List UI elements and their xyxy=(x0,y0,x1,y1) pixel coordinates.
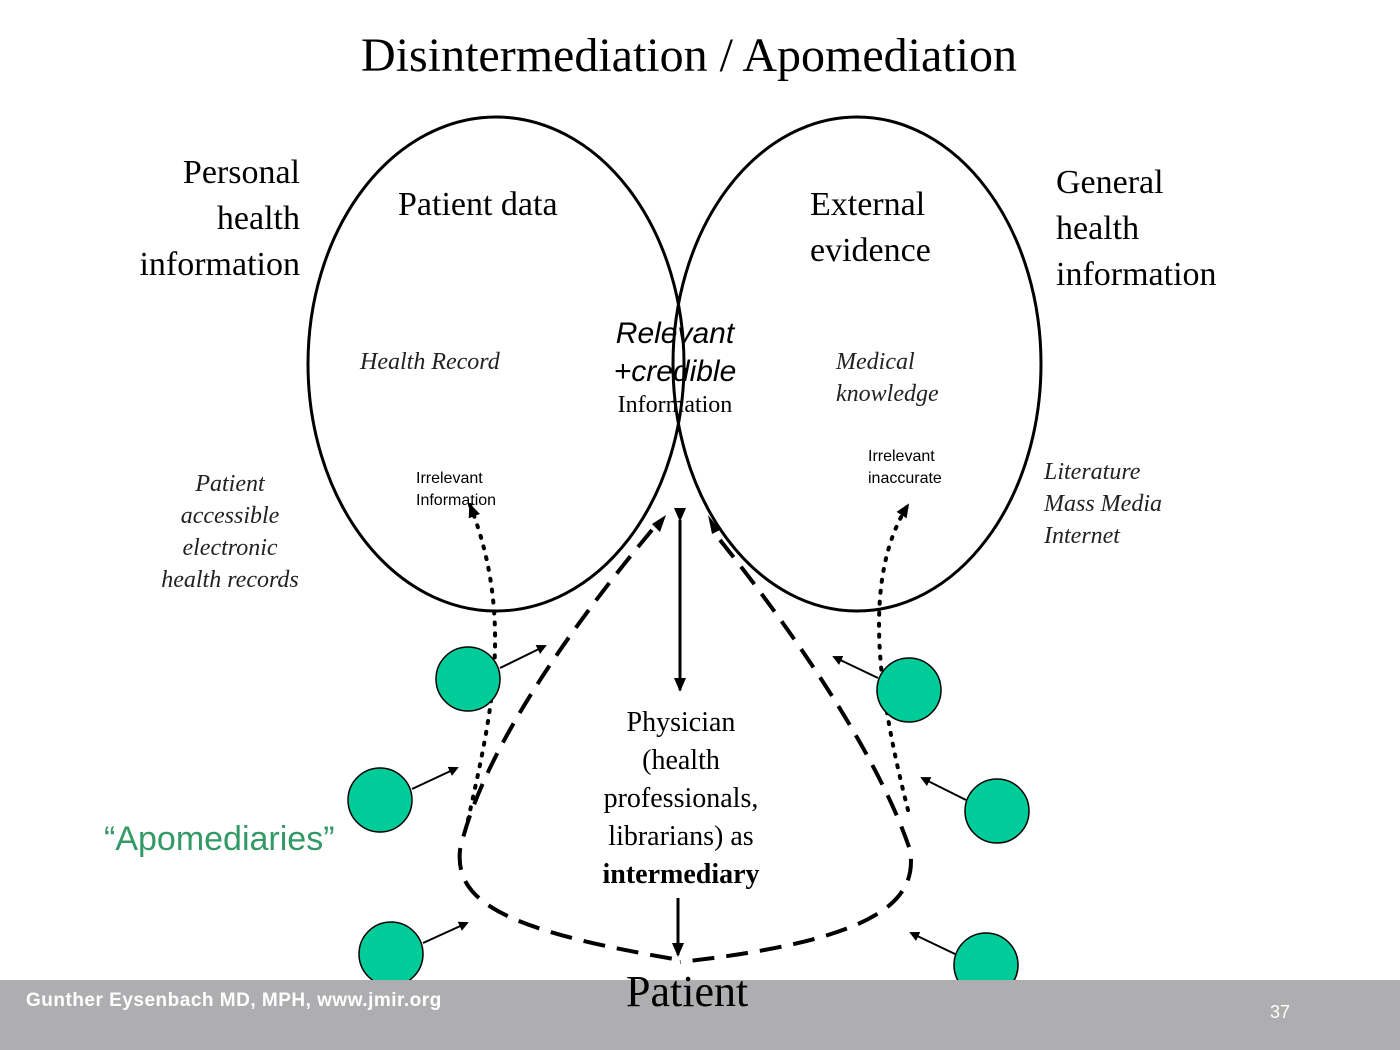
dashed-path-left xyxy=(457,528,681,962)
irrelevant-info-label: Irrelevant Information xyxy=(416,470,497,509)
external-evidence-label: External evidence xyxy=(810,186,931,269)
right-heading: General health information xyxy=(1056,164,1217,293)
apomediary-node xyxy=(347,767,413,833)
patient-data-label: Patient data xyxy=(398,186,558,223)
apomediary-node xyxy=(358,921,424,987)
medical-knowledge-label: Medical knowledge xyxy=(836,349,939,407)
patient-ehr-label: Patient accessible electronic health rec… xyxy=(161,471,299,593)
apomediary-arrow xyxy=(832,655,879,679)
apomediary-arrow xyxy=(920,777,967,801)
page-number: 37 xyxy=(1270,1002,1291,1022)
intersection-label: Relevant +credible Information xyxy=(613,317,737,418)
apomediary-arrow xyxy=(411,766,459,790)
slide-title: Disintermediation / Apomediation xyxy=(361,29,1017,82)
apomediaries-label: “Apomediaries” xyxy=(104,820,335,858)
dashed-path-right xyxy=(679,538,913,964)
apomediary-node xyxy=(435,646,501,712)
dashed-arrowhead-left xyxy=(652,515,666,532)
irrelevant-inaccurate-label: Irrelevant inaccurate xyxy=(868,448,942,487)
apomediary-node xyxy=(876,657,942,723)
apomediary-arrow xyxy=(909,931,956,955)
patient-label: Patient xyxy=(626,967,749,1016)
apomediary-node xyxy=(964,778,1030,844)
literature-media-label: Literature Mass Media Internet xyxy=(1044,459,1162,549)
apomediary-arrow xyxy=(499,645,547,669)
footer-bar xyxy=(0,980,1400,1050)
apomediary-arrow xyxy=(422,921,469,944)
dotted-path-right xyxy=(877,503,910,812)
footer-author: Gunther Eysenbach MD, MPH, www.jmir.org xyxy=(26,990,442,1011)
dashed-arrowhead-right xyxy=(708,515,720,534)
left-heading: Personal health information xyxy=(139,154,300,283)
intermediary-label: Physician (health professionals, librari… xyxy=(602,707,760,890)
health-record-label: Health Record xyxy=(360,349,500,375)
right-circle xyxy=(671,115,1043,613)
